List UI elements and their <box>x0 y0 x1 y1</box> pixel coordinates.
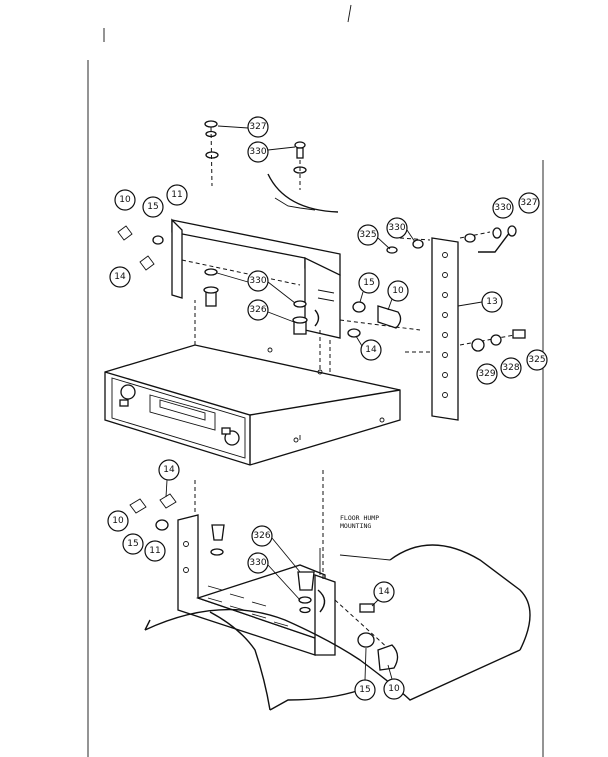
callout-330: 330 <box>247 141 269 163</box>
svg-text:13: 13 <box>486 297 497 307</box>
caption-line-2: MOUNTING <box>340 522 371 530</box>
caption-line-1: FLOOR HUMP <box>340 514 379 522</box>
leader-lines <box>165 125 483 681</box>
svg-text:14: 14 <box>163 465 175 475</box>
callout-10: 10 <box>107 510 129 532</box>
callout-325: 325 <box>526 349 548 371</box>
svg-text:328: 328 <box>502 363 519 373</box>
svg-text:11: 11 <box>149 546 160 556</box>
svg-text:330: 330 <box>388 223 405 233</box>
svg-text:15: 15 <box>127 539 138 549</box>
callout-10: 10 <box>387 280 409 302</box>
top-fasteners <box>204 120 339 213</box>
floor-hump-caption: FLOOR HUMP MOUNTING <box>340 514 379 530</box>
side-bolts <box>203 268 421 338</box>
bottom-fasteners <box>129 493 399 671</box>
svg-text:330: 330 <box>494 203 511 213</box>
callout-11: 11 <box>166 184 188 206</box>
radio-unit <box>104 300 401 466</box>
upper-left-knobs <box>117 225 164 271</box>
callout-329: 329 <box>476 363 498 385</box>
svg-text:10: 10 <box>119 195 131 205</box>
svg-text:14: 14 <box>365 345 377 355</box>
callout-10: 10 <box>114 189 136 211</box>
callout-330: 330 <box>247 270 269 292</box>
callout-15: 15 <box>122 533 144 555</box>
callout-14: 14 <box>158 459 180 481</box>
svg-text:14: 14 <box>114 272 126 282</box>
callout-14: 14 <box>360 339 382 361</box>
svg-text:327: 327 <box>249 122 266 132</box>
svg-text:329: 329 <box>478 369 495 379</box>
svg-text:10: 10 <box>392 286 404 296</box>
callout-330: 330 <box>247 552 269 574</box>
callout-327: 327 <box>247 116 269 138</box>
perforated-strap <box>386 225 526 421</box>
callout-325: 325 <box>357 224 379 246</box>
svg-text:327: 327 <box>520 198 537 208</box>
svg-text:10: 10 <box>112 516 124 526</box>
svg-text:330: 330 <box>249 147 266 157</box>
svg-text:14: 14 <box>378 587 390 597</box>
callout-330: 330 <box>492 197 514 219</box>
callout-15: 15 <box>354 679 376 701</box>
callout-15: 15 <box>358 272 380 294</box>
callout-14: 14 <box>109 266 131 288</box>
callout-15: 15 <box>142 196 164 218</box>
svg-text:15: 15 <box>363 278 374 288</box>
callout-10: 10 <box>383 678 405 700</box>
callout-330: 330 <box>386 217 408 239</box>
callout-326: 326 <box>251 525 273 547</box>
svg-text:330: 330 <box>249 558 266 568</box>
svg-text:325: 325 <box>359 230 376 240</box>
svg-text:326: 326 <box>249 305 266 315</box>
callout-327: 327 <box>518 192 540 214</box>
svg-text:326: 326 <box>253 531 270 541</box>
scan-marks <box>87 4 544 757</box>
callout-14: 14 <box>373 581 395 603</box>
part-callouts: 327 330 10 15 11 14 330 326 325 330 15 1… <box>107 116 548 701</box>
callout-326: 326 <box>247 299 269 321</box>
callout-13: 13 <box>481 291 503 313</box>
callout-328: 328 <box>500 357 522 379</box>
car-floor-hump <box>144 544 531 711</box>
svg-text:15: 15 <box>359 685 370 695</box>
svg-text:10: 10 <box>388 684 400 694</box>
svg-text:330: 330 <box>249 276 266 286</box>
svg-text:325: 325 <box>528 355 545 365</box>
svg-text:11: 11 <box>171 190 182 200</box>
svg-text:15: 15 <box>147 202 158 212</box>
bottom-mounting-bracket <box>177 470 391 656</box>
callout-11: 11 <box>144 540 166 562</box>
